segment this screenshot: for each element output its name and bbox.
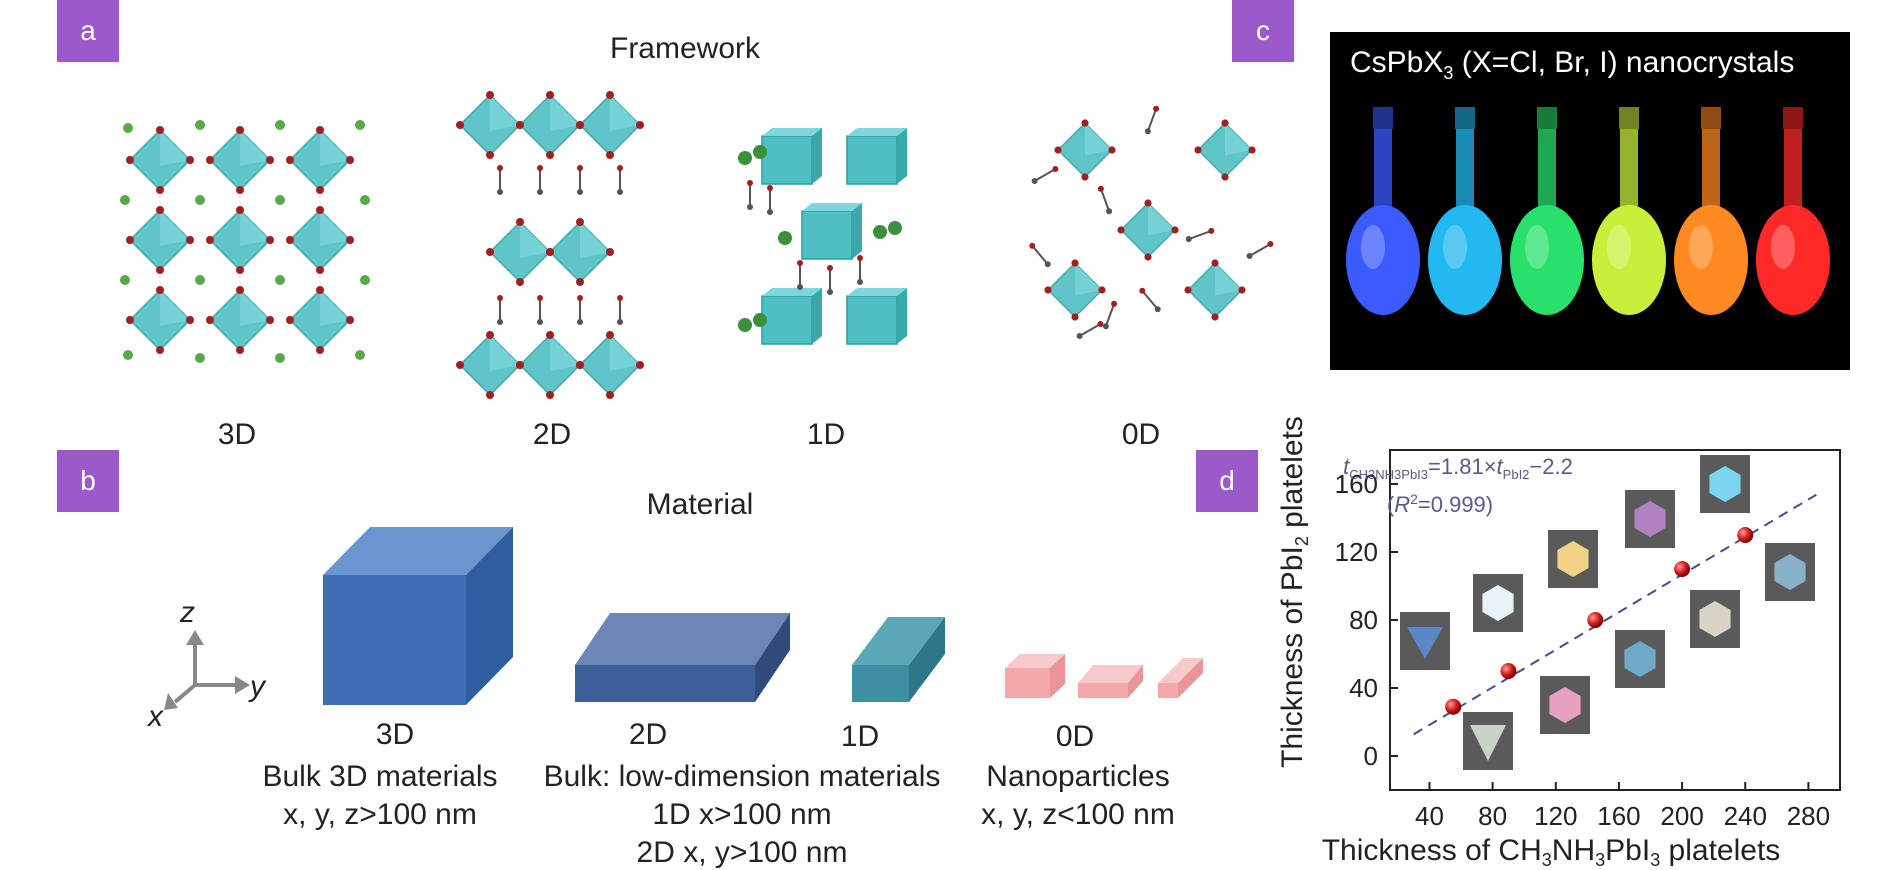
flake-thumbnail	[1540, 676, 1590, 734]
axis-y-label: y	[250, 670, 265, 703]
flake-thumbnail	[1625, 490, 1675, 548]
flake-thumbnail	[1463, 712, 1513, 770]
y-tick-label: 160	[1335, 469, 1378, 499]
lowdim-desc-line1: Bulk: low-dimension materials	[543, 760, 941, 793]
data-point	[1674, 561, 1691, 577]
panel-c-badge: c	[1232, 0, 1294, 62]
nanocrystal-photo: CsPbX3 (X=Cl, Br, I) nanocrystals	[1330, 32, 1850, 370]
cube-3d	[323, 527, 513, 705]
shape-label-1d: 1D	[840, 720, 880, 753]
nano-desc-line1: Nanoparticles	[986, 760, 1170, 793]
rod-1d	[852, 617, 945, 702]
data-point	[1587, 612, 1604, 628]
flask	[1756, 107, 1830, 315]
material-title: Material	[646, 488, 754, 521]
lowdim-desc-line2: 1D x>100 nm	[652, 798, 832, 831]
flask-row	[1346, 107, 1830, 315]
structure-3d	[120, 120, 370, 363]
flask	[1674, 107, 1748, 315]
x-tick-label: 200	[1660, 801, 1703, 831]
lowdim-desc-line3: 2D x, y>100 nm	[636, 836, 848, 869]
x-tick-label: 120	[1534, 801, 1577, 831]
flask	[1346, 107, 1420, 315]
fit-equation: tCH3NH3PbI3=1.81×tPbI2−2.2	[1343, 454, 1573, 482]
flask	[1428, 107, 1502, 315]
flask	[1592, 107, 1666, 315]
y-tick-label: 40	[1349, 673, 1378, 703]
panel-d-badge: d	[1196, 450, 1258, 512]
flake-thumbnail	[1615, 630, 1665, 688]
x-tick-label: 40	[1415, 801, 1444, 831]
framework-label-1d: 1D	[806, 418, 846, 451]
framework-title: Framework	[609, 32, 761, 65]
panel-a-badge: a	[57, 0, 119, 62]
framework-structures	[120, 90, 1276, 400]
flake-thumbnail	[1548, 530, 1598, 588]
axes-glyph	[164, 630, 250, 710]
x-tick-label: 240	[1724, 801, 1767, 831]
nanoparticles-0d	[1005, 654, 1203, 698]
framework-label-2d: 2D	[532, 418, 572, 451]
framework-label-0d: 0D	[1121, 418, 1161, 451]
fit-r2: (R2=0.999)	[1387, 491, 1493, 517]
flake-images	[1400, 455, 1815, 770]
flake-thumbnail	[1473, 574, 1523, 632]
material-shapes	[164, 527, 1203, 710]
bulk3d-desc-line2: x, y, z>100 nm	[283, 798, 477, 831]
x-tick-label: 280	[1787, 801, 1830, 831]
data-point	[1737, 527, 1754, 543]
y-tick-label: 0	[1364, 741, 1378, 771]
shape-label-0d: 0D	[1055, 720, 1095, 753]
data-point	[1500, 663, 1517, 679]
framework-label-3d: 3D	[217, 418, 257, 451]
slab-2d	[575, 613, 790, 702]
shape-label-3d: 3D	[375, 718, 415, 751]
axis-z-label: z	[180, 596, 195, 629]
chart-xlabel: Thickness of CH3NH3PbI3 platelets	[1322, 834, 1781, 868]
x-tick-label: 80	[1478, 801, 1507, 831]
chart-ylabel: Thickness of PbI2 platelets	[1276, 416, 1312, 768]
x-tick-label: 160	[1597, 801, 1640, 831]
flake-thumbnail	[1765, 543, 1815, 601]
axis-x-label: x	[148, 700, 163, 733]
flake-thumbnail	[1690, 590, 1740, 648]
flask	[1510, 107, 1584, 315]
bulk3d-desc-line1: Bulk 3D materials	[262, 760, 498, 793]
data-point	[1445, 698, 1462, 715]
shape-label-2d: 2D	[628, 718, 668, 751]
flake-thumbnail	[1400, 612, 1450, 670]
structure-1d	[738, 127, 908, 345]
y-tick-label: 80	[1349, 605, 1378, 635]
flake-thumbnail	[1700, 455, 1750, 513]
nano-desc-line2: x, y, z<100 nm	[981, 798, 1175, 831]
y-tick-label: 120	[1335, 537, 1378, 567]
panel-b-badge: b	[57, 450, 119, 512]
photo-title: CsPbX3 (X=Cl, Br, I) nanocrystals	[1350, 46, 1795, 83]
